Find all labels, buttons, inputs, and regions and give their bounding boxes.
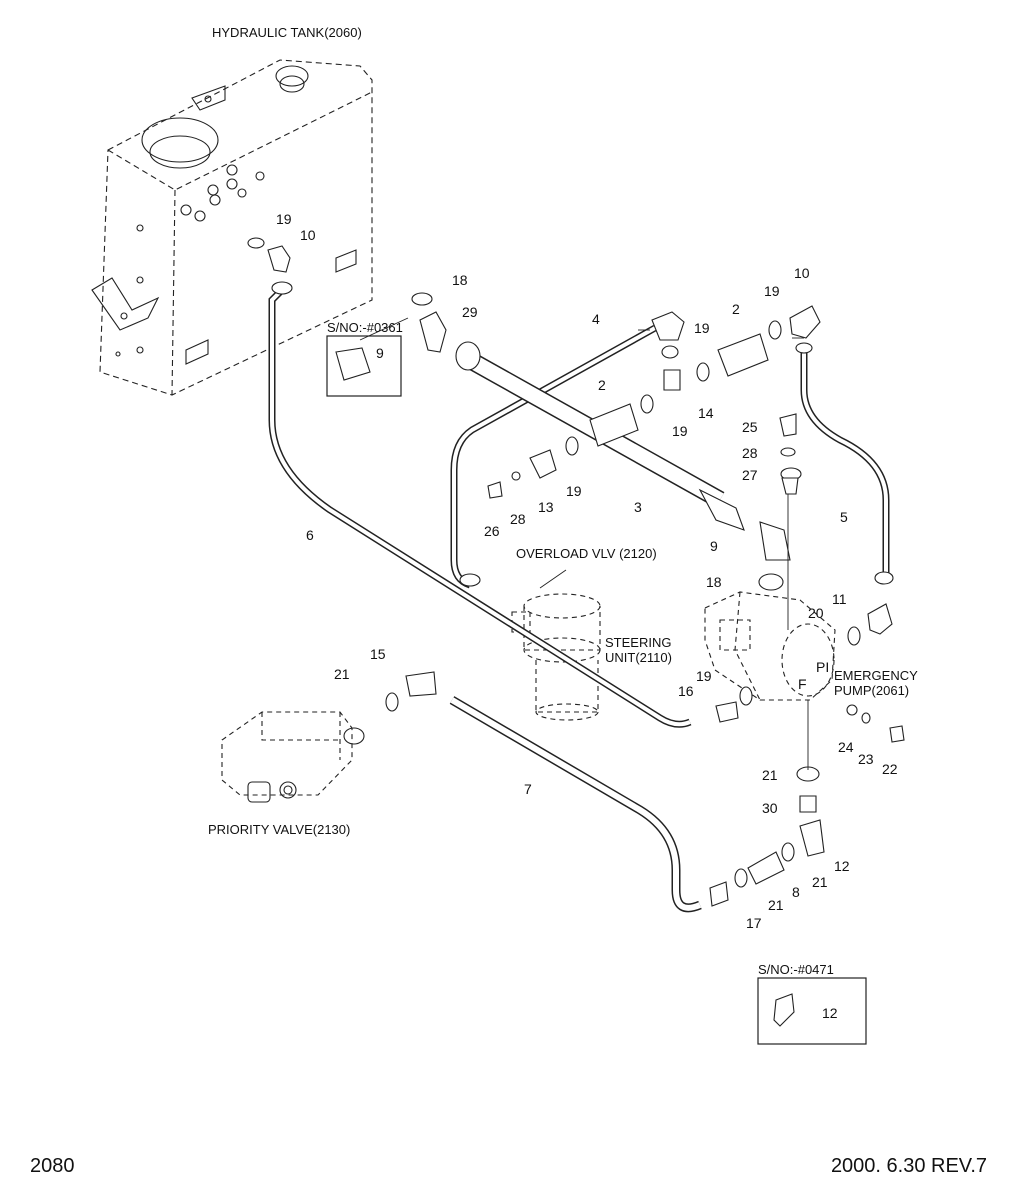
page-number: 2080 (30, 1155, 75, 1177)
callout: 14 (698, 405, 714, 421)
callout: 26 (484, 523, 500, 539)
inset-box-sno-0361: S/NO:-#0361 9 (326, 320, 403, 397)
port-pi-label: PI (816, 659, 829, 675)
svg-text:S/NO:-#0361: S/NO:-#0361 (327, 320, 403, 335)
port-f-label: F (798, 676, 807, 692)
leader-lines (359, 317, 809, 770)
callout: 5 (840, 509, 848, 525)
callout: 30 (762, 800, 778, 816)
callout: 24 (838, 739, 854, 755)
overload-valve-label: OVERLOAD VLV (2120) (516, 546, 657, 561)
inset-box-sno-0471: S/NO:-#0471 12 (757, 962, 867, 1045)
callout: 25 (742, 419, 758, 435)
hose-5 (800, 345, 890, 575)
callout: 15 (370, 646, 386, 662)
hose-7 (449, 696, 702, 913)
callout: 23 (858, 751, 874, 767)
callout: 22 (882, 761, 898, 777)
callout: 19 (694, 320, 710, 336)
callout: 16 (678, 683, 694, 699)
callout: 8 (792, 884, 800, 900)
callout: 10 (794, 265, 810, 281)
callout: 4 (592, 311, 600, 327)
callout: 20 (808, 605, 824, 621)
callout: 21 (768, 897, 784, 913)
callout: 21 (762, 767, 778, 783)
callout: 19 (696, 668, 712, 684)
priority-valve (221, 711, 365, 803)
callout: 28 (510, 511, 526, 527)
callout: 6 (306, 527, 314, 543)
fittings (247, 237, 905, 1027)
callout: 12 (834, 858, 850, 874)
callout: 27 (742, 467, 758, 483)
callout: 17 (746, 915, 762, 931)
callout: 2 (598, 377, 606, 393)
callout: 11 (832, 591, 847, 607)
steering-unit-label-1: STEERING (605, 635, 671, 650)
svg-text:S/NO:-#0471: S/NO:-#0471 (758, 962, 834, 977)
svg-text:12: 12 (822, 1005, 838, 1021)
steering-unit-label-2: UNIT(2110) (605, 650, 672, 665)
hydraulic-tank-label: HYDRAULIC TANK(2060) (212, 25, 362, 40)
callout: 21 (812, 874, 828, 890)
emergency-pump-label-2: PUMP(2061) (834, 683, 909, 698)
revision-date: 2000. 6.30 REV.7 (830, 1155, 987, 1177)
priority-valve-label: PRIORITY VALVE(2130) (208, 822, 350, 837)
callout: 9 (710, 538, 718, 554)
hydraulic-tank (91, 59, 373, 396)
callout: 13 (538, 499, 554, 515)
svg-text:9: 9 (376, 345, 384, 361)
callouts: 19 10 18 29 4 19 2 19 10 2 14 19 25 28 2… (276, 211, 898, 931)
callout: 3 (634, 499, 642, 515)
emergency-pump-label-1: EMERGENCY (834, 668, 918, 683)
callout: 28 (742, 445, 758, 461)
callout: 21 (334, 666, 350, 682)
callout: 19 (276, 211, 292, 227)
callout: 19 (672, 423, 688, 439)
callout: 29 (462, 304, 478, 320)
callout: 18 (706, 574, 722, 590)
callout: 10 (300, 227, 316, 243)
callout: 2 (732, 301, 740, 317)
callout: 18 (452, 272, 468, 288)
callout: 19 (566, 483, 582, 499)
emergency-pump (704, 591, 836, 701)
steering-unit (511, 593, 601, 721)
callout: 19 (764, 283, 780, 299)
callout: 7 (524, 781, 532, 797)
